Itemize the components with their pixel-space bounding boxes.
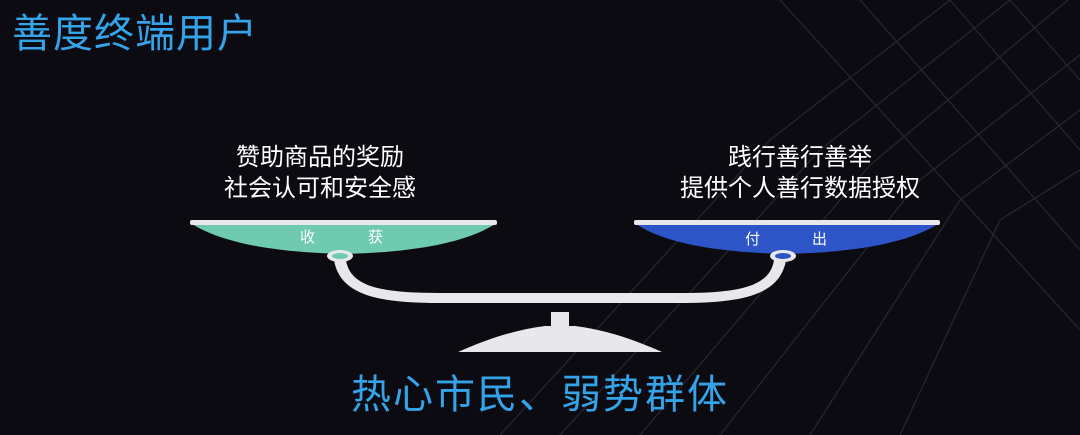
scale-base-stem	[551, 312, 569, 328]
right-side-text: 践行善行善举 提供个人善行数据授权	[630, 142, 970, 204]
page-title: 善度终端用户	[12, 11, 258, 57]
right-pan-label-1: 付	[745, 230, 761, 248]
right-text-line-1: 践行善行善举	[728, 143, 872, 171]
left-pan-label-1: 收	[300, 228, 316, 246]
left-pan	[192, 224, 495, 254]
left-text-line-2: 社会认可和安全感	[224, 174, 416, 202]
right-pan-rim	[634, 220, 940, 225]
left-text-line-1: 赞助商品的奖励	[236, 143, 404, 171]
left-pivot-inner	[332, 253, 348, 259]
scale-base	[458, 326, 662, 352]
left-pan-rim	[190, 220, 497, 225]
left-pan-label-2: 获	[368, 228, 384, 246]
bottom-caption: 热心市民、弱势群体	[351, 372, 729, 418]
right-pivot-inner	[775, 253, 791, 259]
left-side-text: 赞助商品的奖励 社会认可和安全感	[170, 142, 470, 204]
right-pan-label-2: 出	[812, 230, 828, 248]
scale-beam	[334, 260, 786, 303]
right-pan	[636, 224, 938, 254]
background-chevrons	[499, 0, 1080, 435]
right-text-line-2: 提供个人善行数据授权	[680, 174, 920, 202]
background-chevrons-right	[779, 0, 1080, 331]
